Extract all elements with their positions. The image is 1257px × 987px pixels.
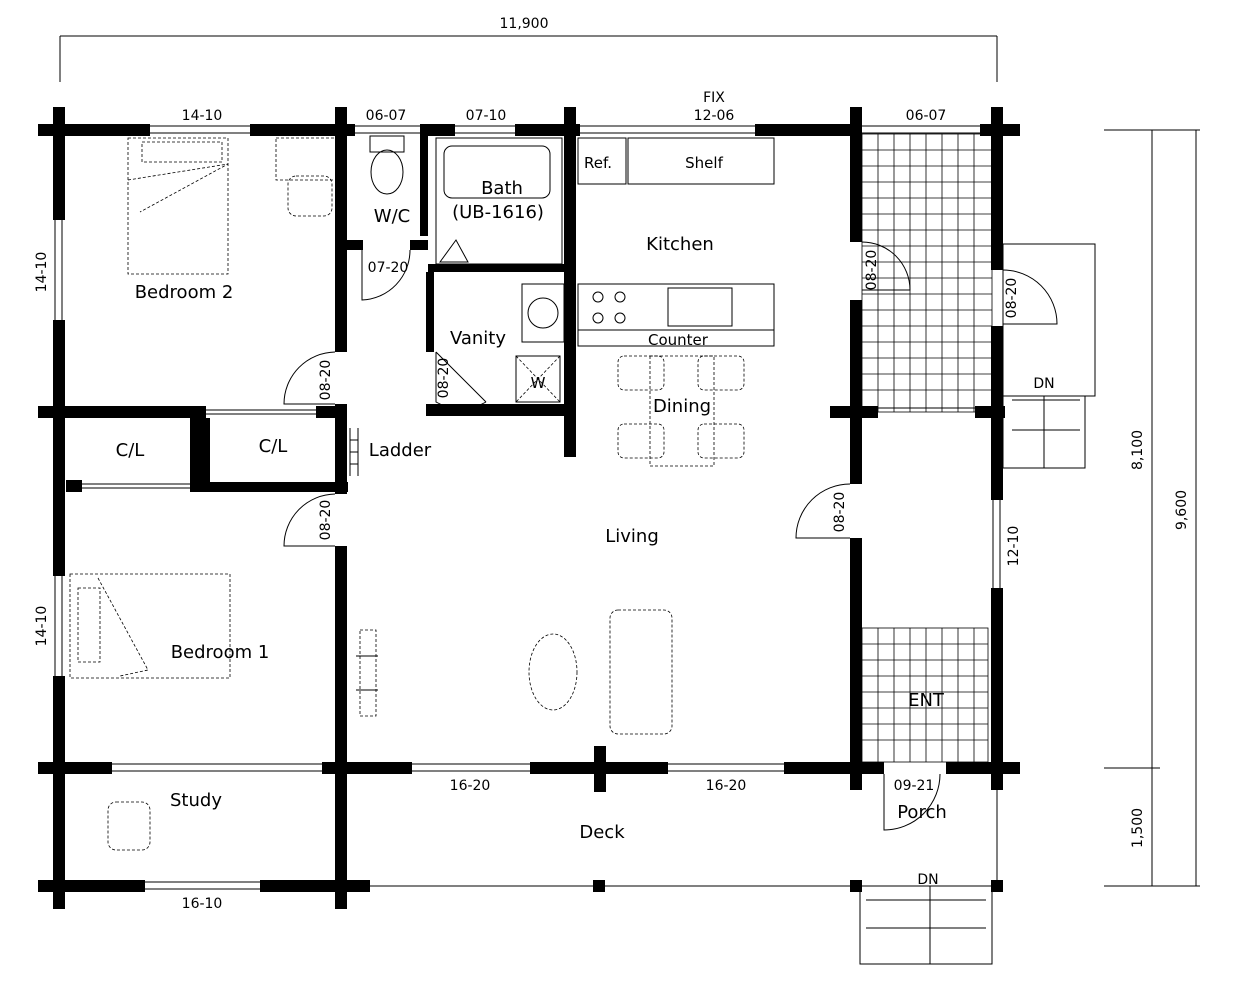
dimension-lines	[59, 35, 1200, 887]
fixture-fix-window: FIX	[703, 90, 725, 106]
label-win-study: 16-10	[182, 896, 223, 912]
room-closet-left: C/L	[116, 440, 145, 461]
room-ladder: Ladder	[369, 440, 432, 461]
thin-lines	[54, 125, 1001, 890]
fixture-counter: Counter	[648, 331, 709, 349]
label-door-bedroom2: 08-20	[318, 360, 334, 401]
label-door-wc: 07-20	[368, 260, 409, 276]
label-win-bedroom2-top: 14-10	[182, 108, 223, 124]
label-win-bath-top: 07-10	[466, 108, 507, 124]
dining-table-set	[617, 355, 745, 467]
label-win-hall-top: 06-07	[906, 108, 947, 124]
wc-toilet	[369, 135, 405, 195]
door-swings	[283, 241, 1058, 831]
vanity-sink	[521, 283, 565, 343]
deck-steps	[859, 885, 993, 965]
study-chair	[107, 801, 151, 851]
overall-width-dimension: 11,900	[500, 16, 549, 32]
room-living: Living	[605, 526, 659, 547]
room-bedroom2: Bedroom 2	[135, 282, 234, 303]
depth-deck-dimension: 1,500	[1130, 808, 1146, 848]
label-win-bedroom2-left: 14-10	[34, 252, 50, 293]
room-bedroom1: Bedroom 1	[171, 642, 270, 663]
label-door-bedroom1: 08-20	[318, 500, 334, 541]
depth-total-dimension: 9,600	[1174, 490, 1190, 530]
bathtub	[435, 137, 563, 265]
bedroom1-furniture	[69, 573, 231, 679]
label-win-living-right: 16-20	[706, 778, 747, 794]
entrance-tile-floor	[861, 627, 989, 763]
label-door-vanity: 08-20	[436, 358, 452, 399]
label-win-east: 12-10	[1006, 526, 1022, 567]
room-wc: W/C	[374, 206, 410, 227]
room-vanity: Vanity	[450, 328, 506, 349]
room-deck: Deck	[579, 822, 625, 843]
fixture-refrigerator: Ref.	[584, 154, 612, 172]
room-bath: Bath	[481, 178, 523, 199]
label-deck-steps: DN	[917, 872, 938, 888]
room-study: Study	[170, 790, 222, 811]
room-dining: Dining	[653, 396, 711, 417]
side-steps	[1002, 243, 1096, 469]
bedroom2-furniture	[127, 137, 337, 275]
label-win-bedroom1-left: 14-10	[34, 606, 50, 647]
walls	[38, 107, 1020, 909]
room-porch: Porch	[897, 802, 947, 823]
label-door-hall-kitchen: 08-20	[864, 250, 880, 291]
depth-main-dimension: 8,100	[1130, 430, 1146, 470]
label-door-hall-living: 08-20	[832, 492, 848, 533]
fixture-shelf: Shelf	[685, 154, 723, 172]
label-win-kitchen-top: 12-06	[694, 108, 735, 124]
room-entrance: ENT	[908, 690, 945, 711]
hall-tile-floor	[861, 133, 993, 413]
label-win-living-left: 16-20	[450, 778, 491, 794]
kitchen-fixtures	[577, 137, 775, 347]
room-bath-unit: (UB-1616)	[452, 202, 544, 223]
living-furniture	[356, 609, 673, 735]
label-door-entrance: 09-21	[894, 778, 935, 794]
ladder	[349, 428, 359, 476]
room-kitchen: Kitchen	[646, 234, 714, 255]
washer	[515, 355, 561, 403]
label-side-steps: DN	[1033, 376, 1054, 392]
label-door-side-exit: 08-20	[1004, 278, 1020, 319]
label-win-wc-top: 06-07	[366, 108, 407, 124]
room-closet-right: C/L	[259, 436, 288, 457]
fixture-washer: W	[531, 374, 546, 392]
